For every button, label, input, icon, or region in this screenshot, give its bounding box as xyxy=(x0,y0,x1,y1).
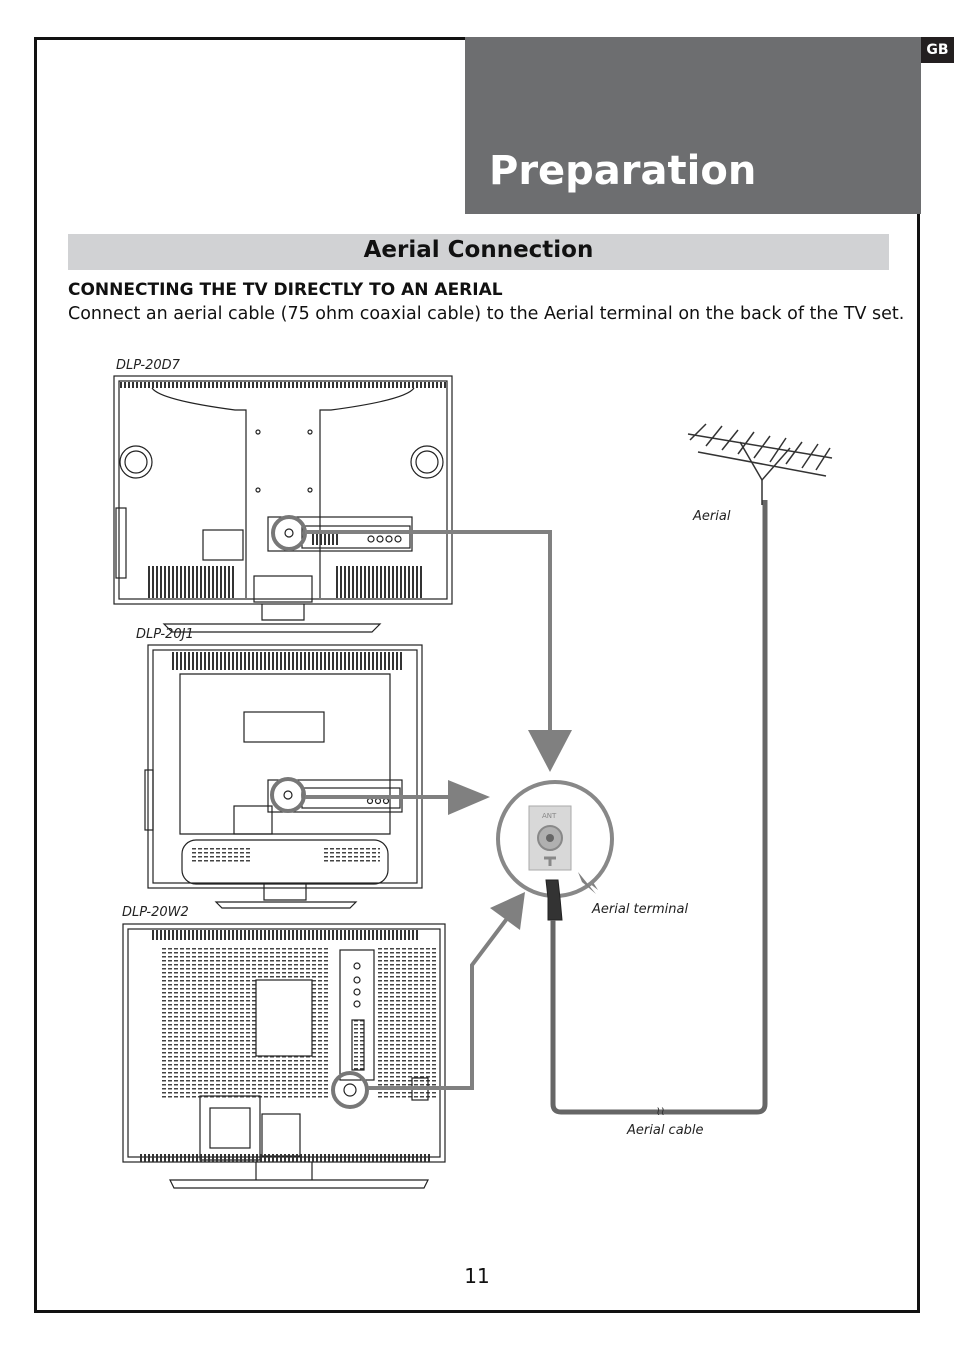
aerial-terminal-zoom: ANT xyxy=(496,780,614,921)
subheading: CONNECTING THE TV DIRECTLY TO AN AERIAL xyxy=(68,280,503,300)
model-label-dlp-20w2: DLP-20W2 xyxy=(122,905,189,920)
aerial-cable-label: Aerial cable xyxy=(626,1123,704,1138)
aerial-cable xyxy=(550,500,768,1115)
page-number: 11 xyxy=(464,1264,490,1288)
aerial-terminal-label: Aerial terminal xyxy=(591,902,688,917)
section-bar: Aerial Connection xyxy=(68,234,889,270)
header-banner xyxy=(465,37,921,214)
instruction-text: Connect an aerial cable (75 ohm coaxial … xyxy=(68,304,905,324)
tv-dlp-20d7 xyxy=(113,375,453,633)
aerial-label: Aerial xyxy=(692,509,731,524)
highlight-circle xyxy=(331,1071,369,1109)
aerial-antenna-icon xyxy=(687,423,833,505)
model-label-dlp-20j1: DLP-20J1 xyxy=(136,627,194,642)
language-badge: GB xyxy=(921,37,954,63)
section-title: Aerial Connection xyxy=(363,237,594,263)
highlight-circle xyxy=(270,777,306,813)
highlight-circle xyxy=(271,515,307,551)
connection-arrows xyxy=(305,530,552,1090)
tv-dlp-20j1 xyxy=(144,644,423,909)
tv-dlp-20w2 xyxy=(122,923,446,1189)
page-title: Preparation xyxy=(489,148,757,194)
terminal-label: ANT xyxy=(542,812,557,820)
cable-break-icon: ≀≀ xyxy=(656,1104,665,1118)
model-label-dlp-20d7: DLP-20D7 xyxy=(116,358,181,373)
